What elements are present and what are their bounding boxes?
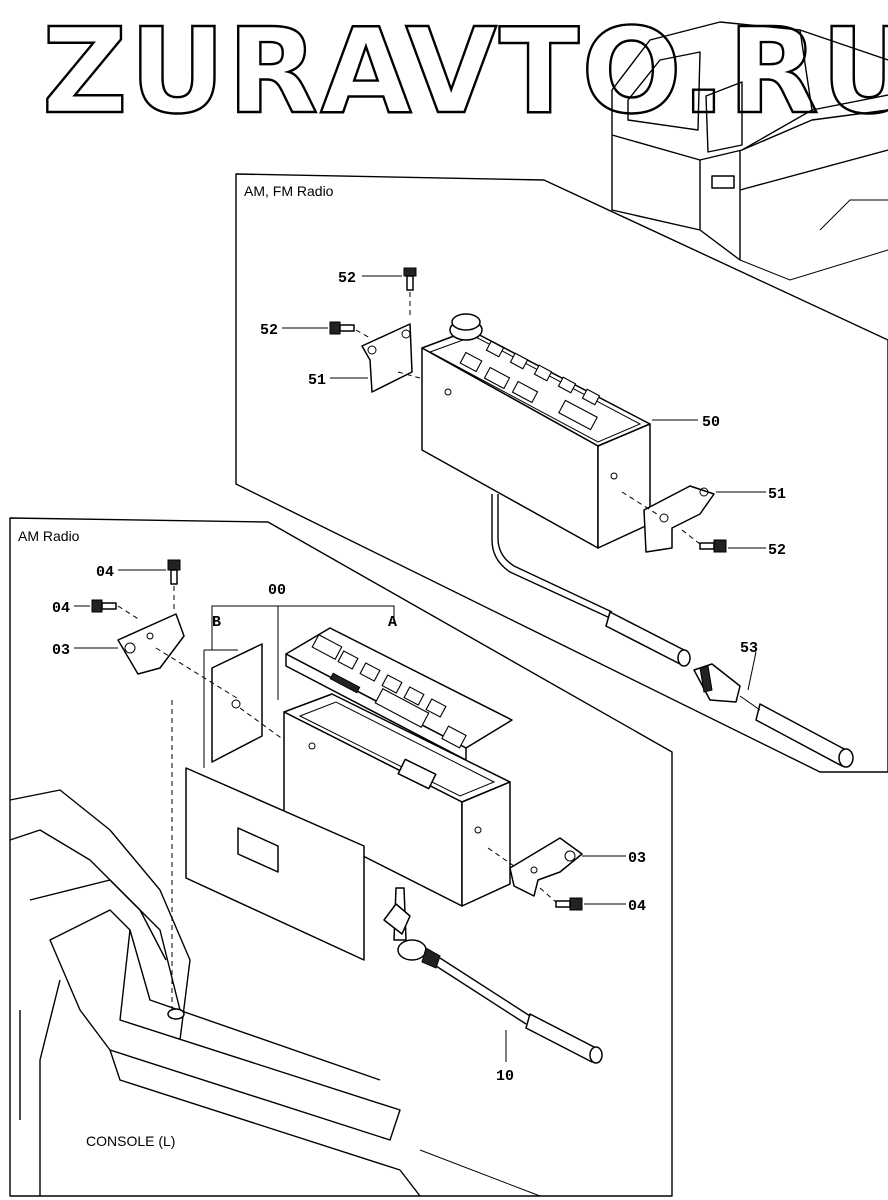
callout-50: 50 xyxy=(702,414,720,431)
am-fm-section-title: AM, FM Radio xyxy=(244,183,334,199)
screw-52-top xyxy=(403,267,417,318)
am-radio-faceplate xyxy=(285,627,513,761)
cable-10 xyxy=(383,887,603,1064)
antenna-cable-53 xyxy=(491,494,854,768)
bracket-03-left xyxy=(117,613,185,675)
callout-04-top: 04 xyxy=(96,564,114,581)
callout-03-left: 03 xyxy=(52,642,70,659)
callout-leaders xyxy=(74,275,766,1062)
screw-52-right xyxy=(681,529,727,553)
am-fm-radio-unit xyxy=(421,313,651,549)
screw-52-left xyxy=(329,321,371,339)
callout-52-left: 52 xyxy=(260,322,278,339)
callout-10: 10 xyxy=(496,1068,514,1085)
am-panel-border xyxy=(9,517,673,1197)
gasket-b xyxy=(211,643,263,763)
watermark-text: ZURAVTO.RU xyxy=(42,2,888,140)
callout-52-top: 52 xyxy=(338,270,356,287)
callout-04-left: 04 xyxy=(52,600,70,617)
screw-04-top xyxy=(167,559,181,612)
callout-51-right: 51 xyxy=(768,486,786,503)
am-radio-box xyxy=(283,693,511,907)
cab-illustration xyxy=(611,21,888,281)
callout-51-left: 51 xyxy=(308,372,326,389)
callout-53: 53 xyxy=(740,640,758,657)
callout-a: A xyxy=(388,614,397,631)
callout-03-right: 03 xyxy=(628,850,646,867)
callout-00: 00 xyxy=(268,582,286,599)
am-fm-panel-border xyxy=(235,173,888,773)
bracket-51-left xyxy=(361,323,413,393)
console-label: CONSOLE (L) xyxy=(86,1133,175,1149)
callout-b: B xyxy=(212,614,221,631)
callout-52-right: 52 xyxy=(768,542,786,559)
bracket-03-right xyxy=(509,837,583,897)
am-section-title: AM Radio xyxy=(18,528,80,544)
console-illustration xyxy=(9,700,541,1197)
callout-04-right: 04 xyxy=(628,898,646,915)
bracket-51-right xyxy=(643,485,715,553)
screw-04-right xyxy=(539,887,583,911)
screw-04-left xyxy=(91,599,141,621)
cover-panel xyxy=(185,767,365,961)
